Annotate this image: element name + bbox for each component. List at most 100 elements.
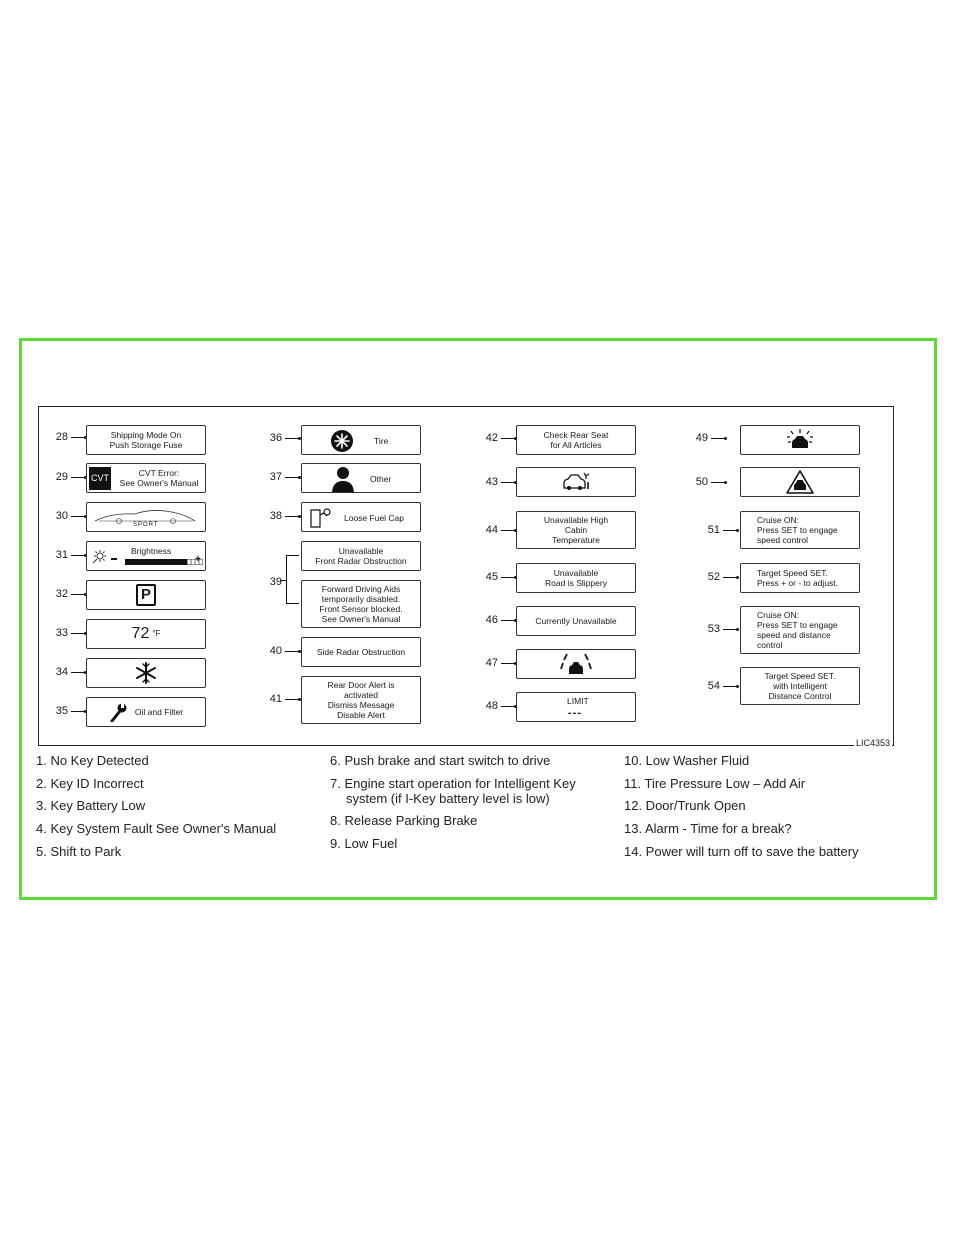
label-number: 35 bbox=[55, 705, 68, 717]
display-text: Disable Alert bbox=[337, 710, 385, 720]
legend-item: 11. Tire Pressure Low – Add Air bbox=[624, 776, 806, 791]
car-lights-icon bbox=[787, 429, 813, 448]
display-text: Forward Driving Aids bbox=[321, 584, 401, 594]
label-number: 50 bbox=[695, 476, 708, 488]
display-road-slippery: Unavailable Road is Slippery bbox=[516, 563, 636, 593]
display-auto-lights bbox=[740, 425, 860, 455]
display-text: Cabin bbox=[564, 525, 588, 535]
display-lane-assist bbox=[516, 649, 636, 679]
display-forward-aids: Forward Driving Aids temporarily disable… bbox=[301, 580, 421, 628]
display-intelligent-distance: Target Speed SET. with Intelligent Dista… bbox=[740, 667, 860, 705]
label-48: 48 bbox=[476, 697, 517, 717]
display-text: CVT Error: bbox=[138, 468, 180, 478]
label-number: 33 bbox=[55, 627, 68, 639]
display-tire: Tire bbox=[301, 425, 421, 455]
sport-car-icon bbox=[94, 510, 196, 524]
display-text: See Owner's Manual bbox=[321, 614, 401, 624]
display-cruise-on: Cruise ON: Press SET to engage speed con… bbox=[740, 511, 860, 549]
display-text: Target Speed SET. bbox=[764, 671, 836, 681]
display-text: control bbox=[757, 640, 783, 650]
label-number: 40 bbox=[269, 645, 282, 657]
label-number: 37 bbox=[269, 471, 282, 483]
display-target-speed: Target Speed SET. Press + or - to adjust… bbox=[740, 563, 860, 593]
label-29: 29 bbox=[46, 468, 87, 488]
display-temperature: 72 °F bbox=[86, 619, 206, 649]
label-52: 52 bbox=[698, 568, 739, 588]
display-text: Loose Fuel Cap bbox=[344, 513, 405, 523]
temperature-unit: °F bbox=[152, 629, 161, 638]
display-cvt-error: CVT CVT Error: See Owner's Manual bbox=[86, 463, 206, 493]
display-other: Other bbox=[301, 463, 421, 493]
label-33: 33 bbox=[46, 624, 87, 644]
label-53: 53 bbox=[698, 620, 739, 640]
display-text: Side Radar Obstruction bbox=[316, 647, 406, 657]
car-warning-icon bbox=[786, 470, 814, 494]
display-text: Press SET to engage bbox=[757, 620, 838, 630]
display-text: Rear Door Alert is bbox=[327, 680, 395, 690]
figure-frame bbox=[19, 338, 937, 900]
display-text: activated bbox=[343, 690, 379, 700]
label-number: 43 bbox=[485, 476, 498, 488]
brightness-icon bbox=[92, 550, 106, 564]
legend-item: 7. Engine start operation for Intelligen… bbox=[330, 776, 576, 791]
label-40: 40 bbox=[260, 642, 301, 662]
label-45: 45 bbox=[476, 568, 517, 588]
label-number: 38 bbox=[269, 510, 282, 522]
label-47: 47 bbox=[476, 654, 517, 674]
label-number: 47 bbox=[485, 657, 498, 669]
display-text: Target Speed SET. bbox=[757, 568, 828, 578]
label-number: 53 bbox=[707, 623, 720, 635]
label-number: 42 bbox=[485, 432, 498, 444]
label-30: 30 bbox=[46, 507, 87, 527]
label-43: 43 bbox=[476, 473, 517, 493]
display-text: speed control bbox=[757, 535, 809, 545]
label-49: 49 bbox=[686, 429, 727, 449]
display-text: Press SET to engage bbox=[757, 525, 838, 535]
label-number: 30 bbox=[55, 510, 68, 522]
legend-item: 3. Key Battery Low bbox=[36, 798, 146, 813]
snowflake-icon bbox=[136, 662, 156, 684]
legend-item: 6. Push brake and start switch to drive bbox=[330, 753, 551, 768]
plus-icon: + bbox=[195, 554, 201, 565]
wrench-icon bbox=[110, 703, 127, 722]
legend-item: 10. Low Washer Fluid bbox=[624, 753, 750, 768]
label-number: 34 bbox=[55, 666, 68, 678]
label-number: 44 bbox=[485, 524, 498, 536]
fuel-cap-icon bbox=[310, 508, 331, 528]
display-park: P bbox=[86, 580, 206, 610]
label-50: 50 bbox=[686, 473, 727, 493]
display-fuel-cap: Loose Fuel Cap bbox=[301, 502, 421, 532]
label-number: 41 bbox=[269, 693, 282, 705]
label-number: 51 bbox=[707, 524, 720, 536]
label-37: 37 bbox=[260, 468, 301, 488]
label-number: 48 bbox=[485, 700, 498, 712]
label-number: 54 bbox=[707, 680, 720, 692]
legend-item: 5. Shift to Park bbox=[36, 844, 122, 859]
label-39: 39 bbox=[260, 573, 300, 593]
legend-item: system (if I-Key battery level is low) bbox=[346, 791, 550, 806]
brightness-bar bbox=[125, 559, 203, 565]
label-number: 52 bbox=[707, 571, 720, 583]
label-51: 51 bbox=[698, 521, 739, 541]
legend-item: 14. Power will turn off to save the batt… bbox=[624, 844, 859, 859]
display-panel bbox=[38, 406, 894, 746]
legend-item: 2. Key ID Incorrect bbox=[36, 776, 144, 791]
label-46: 46 bbox=[476, 611, 517, 631]
display-text: Dismiss Message bbox=[327, 700, 395, 710]
label-28: 28 bbox=[46, 428, 87, 448]
sport-label: SPORT bbox=[133, 522, 159, 528]
tire-icon bbox=[331, 430, 353, 452]
label-32: 32 bbox=[46, 585, 87, 605]
display-check-rear-seat: Check Rear Seat for All Articles bbox=[516, 425, 636, 455]
display-text: Cruise ON: bbox=[757, 515, 800, 525]
legend-item: 4. Key System Fault See Owner's Manual bbox=[36, 821, 277, 836]
display-ice-warning bbox=[86, 658, 206, 688]
display-text: Push Storage Fuse bbox=[109, 440, 183, 450]
minus-icon bbox=[111, 558, 117, 560]
legend-item: 13. Alarm - Time for a break? bbox=[624, 821, 792, 836]
lane-car-icon bbox=[560, 653, 592, 674]
label-42: 42 bbox=[476, 429, 517, 449]
display-text: Other bbox=[370, 474, 392, 484]
temperature-value: 72 bbox=[131, 625, 150, 642]
person-icon bbox=[332, 467, 354, 492]
